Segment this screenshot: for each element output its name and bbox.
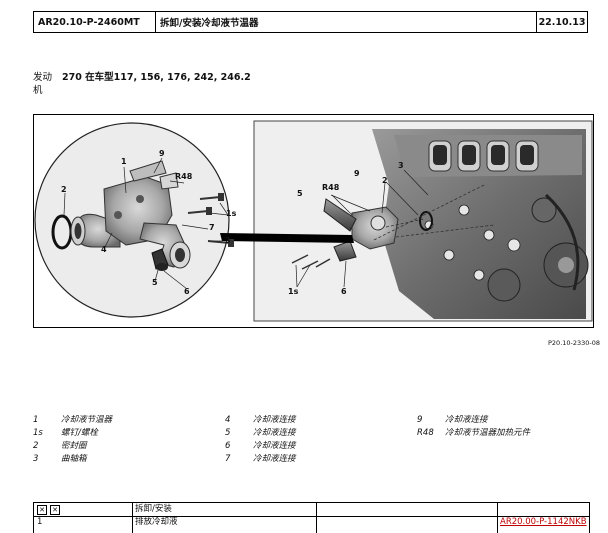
callout-left-r48: R48	[175, 172, 193, 181]
doc-title: 拆卸/安装冷却液节温器	[156, 12, 537, 32]
callout-left-3: 3	[225, 236, 231, 245]
callout-left-6: 6	[184, 287, 190, 296]
document-header: AR20.10-P-2460MT 拆卸/安装冷却液节温器 22.10.13	[33, 11, 588, 33]
figure-reference: P20.10-2330-08	[548, 339, 601, 347]
callout-right-9: 9	[354, 169, 360, 178]
callout-left-9: 9	[159, 149, 165, 158]
figure-illustration	[34, 120, 593, 322]
callout-left-5: 5	[152, 278, 158, 287]
procedure-table: ✕✕ 拆卸/安装 1 排放冷却液 AR20.00-P-1142NKB	[33, 502, 590, 533]
callout-right-5: 5	[297, 189, 303, 198]
step-reference-link[interactable]: AR20.00-P-1142NKB	[500, 517, 587, 527]
doc-date: 22.10.13	[538, 16, 586, 28]
callout-left-4: 4	[101, 245, 107, 254]
callout-right-r48: R48	[322, 183, 340, 192]
doc-number: AR20.10-P-2460MT	[34, 12, 156, 32]
callout-right-2: 2	[382, 176, 388, 185]
step-text: 排放冷却液	[135, 517, 178, 527]
callout-left-2: 2	[61, 185, 67, 194]
step-number: 1	[37, 517, 43, 527]
callout-right-6: 6	[341, 287, 347, 296]
callout-left-1: 1	[121, 157, 127, 166]
procedure-header-row	[34, 503, 589, 517]
expand-icon[interactable]: ✕	[37, 505, 47, 515]
engine-value: 270 在车型117, 156, 176, 242, 246.2	[62, 72, 251, 83]
callout-left-7: 7	[209, 223, 215, 232]
magnify-pointer	[220, 233, 354, 243]
component-figure: 1 9 R48 2 1s 7 3 4 5 6 3 2 9 R48 5 1s 6	[33, 114, 594, 328]
callout-right-3: 3	[398, 161, 404, 170]
callout-right-1s: 1s	[288, 287, 299, 296]
procedure-icons: ✕✕	[37, 503, 63, 517]
collapse-icon[interactable]: ✕	[50, 505, 60, 515]
callout-left-1s: 1s	[226, 209, 237, 218]
procedure-heading: 拆卸/安装	[135, 504, 172, 514]
engine-line: 发动机 270 在车型117, 156, 176, 242, 246.2	[33, 71, 251, 97]
engine-label: 发动机	[33, 72, 53, 96]
